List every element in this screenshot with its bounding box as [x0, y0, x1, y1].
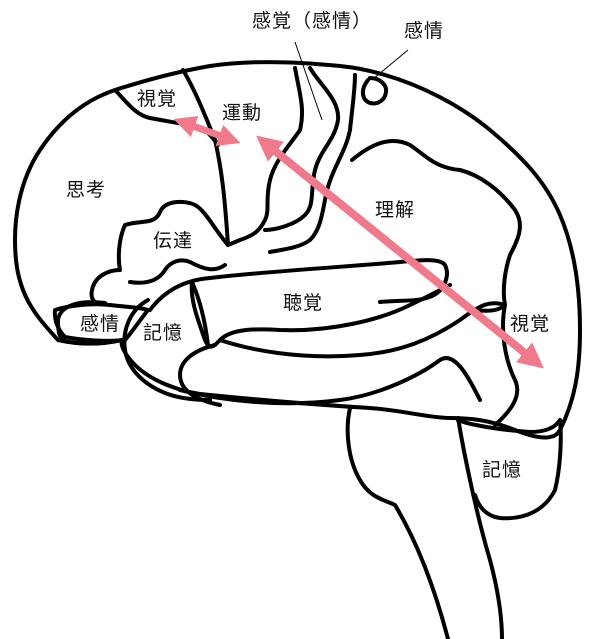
- label-vision-back: 視覚: [510, 313, 551, 335]
- cerebellum: [456, 418, 563, 521]
- cerebrum-outline: [13, 60, 582, 440]
- region-communication: [56, 199, 230, 344]
- brainstem: [345, 406, 504, 639]
- label-motor: 運動: [222, 102, 263, 124]
- region-emotion-top: [361, 76, 389, 106]
- vision-motor-arrow: [173, 116, 241, 146]
- label-emotion-lower: 感情: [80, 313, 121, 335]
- label-memory-front: 記憶: [143, 322, 184, 344]
- motor-vision-arrow: [256, 135, 544, 369]
- label-comprehension: 理解: [375, 199, 416, 221]
- region-emotion-lower: [52, 302, 150, 343]
- label-memory-cerebellum: 記憶: [482, 459, 523, 481]
- region-motor: [213, 66, 305, 247]
- region-memory-front: [122, 280, 212, 402]
- region-middle-temporal: [178, 301, 507, 407]
- label-emotion-top: 感情: [404, 20, 445, 42]
- leader-line-sense: [294, 41, 323, 121]
- leader-line-emotion: [372, 49, 409, 80]
- label-vision-front: 視覚: [137, 88, 178, 110]
- label-sense-emotion: 感覚（感情）: [252, 10, 373, 32]
- label-hearing: 聴覚: [283, 292, 324, 314]
- label-communication: 伝達: [153, 230, 194, 252]
- label-thinking: 思考: [66, 179, 107, 201]
